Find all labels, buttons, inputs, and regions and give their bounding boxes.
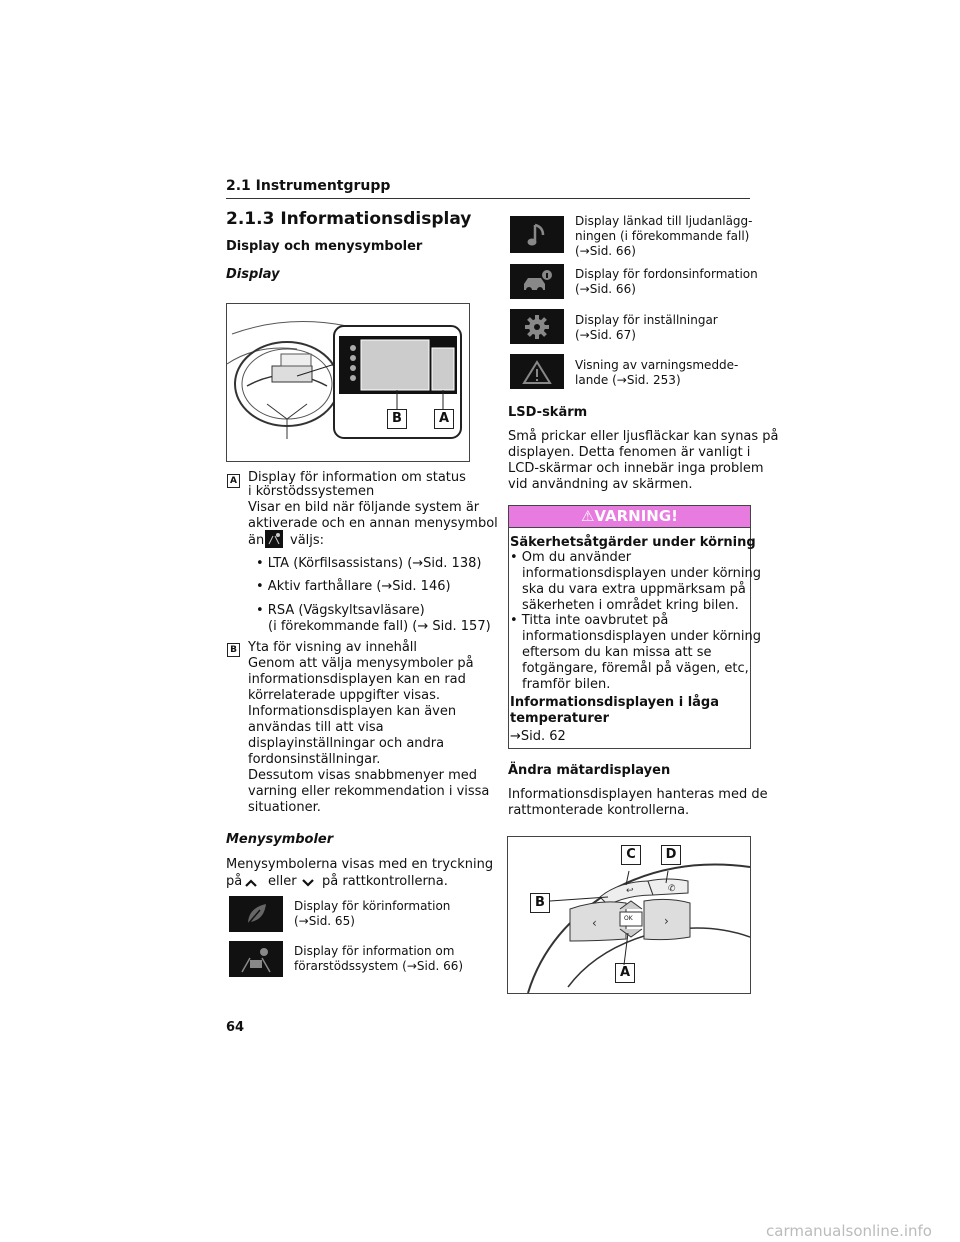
ricon-3-line2: (→Sid. 67) bbox=[575, 328, 636, 342]
icon-1-line2: (→Sid. 65) bbox=[294, 914, 355, 928]
item-a-title: Display för information om status i körs… bbox=[248, 470, 466, 499]
item-b-line-3: informationsdisplayen kan en rad bbox=[248, 672, 466, 687]
ricon-1-line3: (→Sid. 66) bbox=[575, 244, 636, 258]
heading-lsd: LSD-skärm bbox=[508, 405, 588, 420]
steering-controls-illustration: ↩ ✆ ‹ › bbox=[527, 863, 750, 993]
warning-b2-5: framför bilen. bbox=[522, 677, 611, 692]
item-b-line-10: varning eller rekommendation i vissa bbox=[248, 784, 490, 799]
section-header: 2.1 Instrumentgrupp bbox=[226, 178, 750, 199]
fig2-label-a: A bbox=[615, 963, 635, 983]
change-line-1: Informationsdisplayen hanteras med de bbox=[508, 787, 768, 802]
item-b-line-2: Genom att välja menysymboler på bbox=[248, 656, 474, 671]
icon-2-line1: Display för information om bbox=[294, 944, 455, 958]
warning-b1-2: informationsdisplayen under körning bbox=[522, 566, 762, 581]
watermark: carmanualsonline.info bbox=[766, 1222, 932, 1240]
chevron-up-icon bbox=[244, 874, 258, 893]
dashboard-illustration bbox=[227, 321, 462, 439]
menu-line2a: på bbox=[226, 874, 243, 889]
heading-menu: Menysymboler bbox=[226, 832, 334, 847]
warning-box: ⚠VARNING! bbox=[508, 505, 751, 749]
warning-b1-3: ska du vara extra uppmärksam på bbox=[522, 582, 746, 597]
item-a-line1: Visar en bild när följande system är bbox=[248, 500, 480, 515]
item-a-bullet-2: • Aktiv farthållare (→Sid. 146) bbox=[256, 579, 451, 594]
warning-heading-1: Säkerhetsåtgärder under körning bbox=[510, 535, 756, 550]
lsd-line-1: Små prickar eller ljusfläckar kan synas … bbox=[508, 429, 779, 444]
menu-line1: Menysymbolerna visas med en tryckning bbox=[226, 857, 494, 872]
fig2-label-b: B bbox=[530, 893, 550, 913]
warning-b1-1: • Om du använder bbox=[510, 550, 632, 565]
ricon-2-line1: Display för fordonsinformation bbox=[575, 267, 758, 281]
item-a-bullet-1: • LTA (Körfilsassistans) (→Sid. 138) bbox=[256, 556, 482, 571]
item-b-line-4: körrelaterade uppgifter visas. bbox=[248, 688, 441, 703]
music-note-icon bbox=[510, 216, 564, 253]
svg-text:‹: ‹ bbox=[592, 916, 597, 930]
svg-text:✆: ✆ bbox=[668, 884, 676, 894]
ricon-1-line2: ningen (i förekommande fall) bbox=[575, 229, 750, 243]
ricon-2-line2: (→Sid. 66) bbox=[575, 282, 636, 296]
heading-display-menu: Display och menysymboler bbox=[226, 239, 423, 254]
item-b-line-7: displayinställningar och andra bbox=[248, 736, 445, 751]
lsd-line-4: vid användning av skärmen. bbox=[508, 477, 693, 492]
item-b-line-8: fordonsinställningar. bbox=[248, 752, 381, 767]
ricon-4-line2: lande (→Sid. 253) bbox=[575, 373, 681, 387]
lsd-line-2: displayen. Detta fenomen är vanligt i bbox=[508, 445, 751, 460]
warning-b2-1: • Titta inte oavbrutet på bbox=[510, 613, 669, 628]
warning-b2-4: fotgängare, föremål på vägen, etc, bbox=[522, 661, 749, 676]
lsd-line-3: LCD-skärmar och innebär inga problem bbox=[508, 461, 764, 476]
fig2-label-d: D bbox=[661, 845, 681, 865]
heading-change: Ändra mätardisplayen bbox=[508, 763, 671, 778]
svg-text:↩: ↩ bbox=[626, 886, 634, 896]
warning-b1-4: säkerheten i området kring bilen. bbox=[522, 598, 739, 613]
item-b-letter: B bbox=[227, 643, 240, 657]
steering-controls-figure: ↩ ✆ ‹ › OK C D B A bbox=[507, 836, 751, 994]
svg-text:›: › bbox=[664, 914, 669, 928]
fig2-ok-text: OK bbox=[624, 915, 633, 922]
warning-heading-2a: Informationsdisplayen i låga bbox=[510, 695, 719, 710]
menu-line2b: eller bbox=[268, 874, 297, 889]
ricon-4-line1: Visning av varningsmedde- bbox=[575, 358, 739, 372]
warning-b2-3: eftersom du kan missa att se bbox=[522, 645, 712, 660]
item-a-bullet-3: • RSA (Vägskyltsavläsare) bbox=[256, 603, 425, 618]
item-b-line-11: situationer. bbox=[248, 800, 321, 815]
leaf-icon bbox=[229, 896, 283, 932]
menu-line2c: på rattkontrollerna. bbox=[322, 874, 448, 889]
fig1-label-b: B bbox=[387, 409, 407, 429]
warning-b2-2: informationsdisplayen under körning bbox=[522, 629, 762, 644]
item-b-line-6: användas till att visa bbox=[248, 720, 384, 735]
heading-display: Display bbox=[226, 267, 280, 282]
car-info-icon bbox=[510, 264, 564, 299]
page-title: 2.1.3 Informationsdisplay bbox=[226, 209, 472, 229]
warning-header: ⚠VARNING! bbox=[509, 506, 750, 528]
item-b-line-9: Dessutom visas snabbmenyer med bbox=[248, 768, 478, 783]
fig1-label-a: A bbox=[434, 409, 454, 429]
item-a-letter: A bbox=[227, 474, 240, 488]
icon-2-line2: förarstödssystem (→Sid. 66) bbox=[294, 959, 464, 973]
warning-icon bbox=[510, 354, 564, 389]
warning-triangle-icon: ⚠ bbox=[580, 507, 595, 525]
warning-title: VARNING! bbox=[594, 507, 679, 525]
change-line-2: rattmonterade kontrollerna. bbox=[508, 803, 690, 818]
warning-heading-2b: temperaturer bbox=[510, 711, 609, 726]
ricon-3-line1: Display för inställningar bbox=[575, 313, 718, 327]
fig2-label-c: C bbox=[621, 845, 641, 865]
item-a-line2: aktiverade och en annan menysymbol bbox=[248, 516, 498, 531]
item-b-line-5: Informationsdisplayen kan även bbox=[248, 704, 457, 719]
driver-assist-icon bbox=[229, 941, 283, 977]
item-a-bullet-3b: (i förekommande fall) (→ Sid. 157) bbox=[268, 619, 491, 634]
gear-icon bbox=[510, 309, 564, 344]
warning-ref: →Sid. 62 bbox=[510, 729, 566, 744]
item-a-line3a: än bbox=[248, 533, 265, 548]
ricon-1-line1: Display länkad till ljudanlägg- bbox=[575, 214, 753, 228]
item-a-line3b: väljs: bbox=[290, 533, 325, 548]
item-b-line-1: Yta för visning av innehåll bbox=[248, 640, 418, 655]
dashboard-figure: B A bbox=[226, 303, 470, 462]
page-number: 64 bbox=[226, 1020, 245, 1035]
icon-1-line1: Display för körinformation bbox=[294, 899, 451, 913]
driver-assist-mini-icon bbox=[265, 530, 283, 548]
chevron-down-icon bbox=[301, 874, 315, 893]
